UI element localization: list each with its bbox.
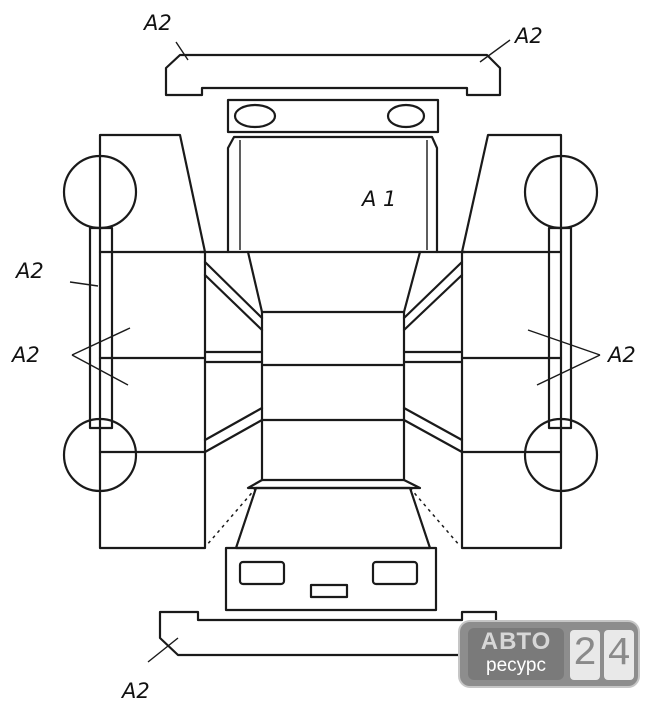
hood (226, 135, 439, 254)
right-headlight (386, 103, 426, 129)
rear-right-light (371, 560, 419, 586)
right-front-wheel (523, 154, 599, 230)
label-a1-hood: A 1 (360, 187, 396, 211)
watermark-digit-2: 4 (604, 630, 634, 680)
avtoresurs-watermark: АВТО ресурс 2 4 (458, 620, 640, 688)
label-a2-left-doors: A2 (10, 343, 40, 367)
trunk-lid (205, 486, 461, 550)
label-a2-rear-bumper: A2 (120, 679, 150, 703)
label-a2-left-upper: A2 (14, 259, 44, 283)
rear-bumper (158, 610, 498, 657)
left-front-wheel (62, 154, 138, 230)
rear-left-light (238, 560, 286, 586)
label-a2-right-doors: A2 (606, 343, 636, 367)
front-grille-panel (226, 98, 440, 134)
watermark-text-block: АВТО ресурс (468, 628, 564, 680)
license-plate (309, 583, 349, 599)
left-rear-wheel (62, 417, 138, 493)
right-rear-wheel (523, 417, 599, 493)
front-bumper (164, 53, 502, 97)
leader-lines (69, 39, 601, 663)
rear-panel (224, 546, 438, 612)
roof (198, 250, 467, 490)
watermark-digit-1: 2 (570, 630, 600, 680)
label-a2-front-right: A2 (513, 24, 543, 48)
right-side (402, 133, 599, 550)
label-a2-front-left: A2 (142, 11, 172, 35)
watermark-line1: АВТО (480, 628, 552, 655)
left-headlight (233, 103, 277, 129)
left-side (62, 133, 264, 550)
watermark-line2: ресурс (486, 655, 546, 676)
